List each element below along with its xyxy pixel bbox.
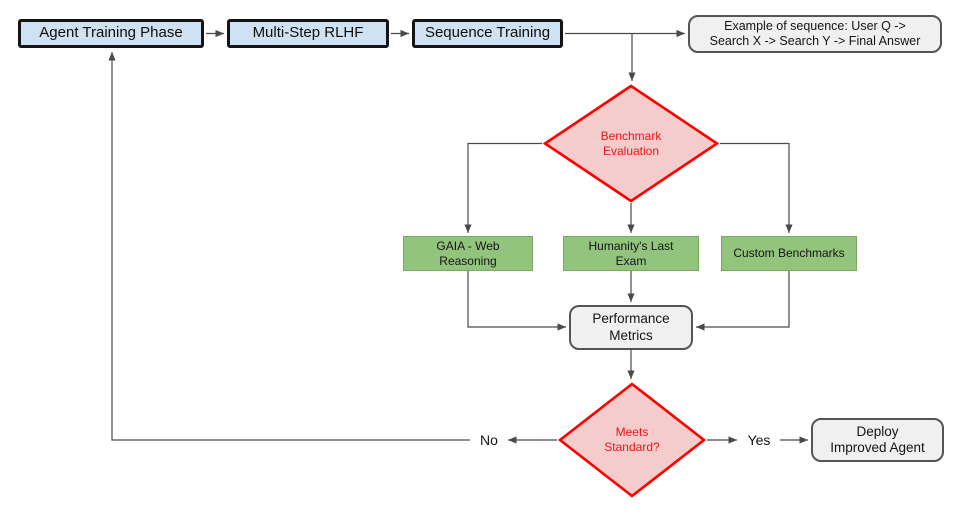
edge-eval-to-gaia (464, 142, 542, 233)
node-agent-training-phase: Agent Training Phase (18, 19, 204, 48)
node-gaia-web-reasoning-label: GAIA - Web Reasoning (436, 238, 500, 268)
node-multi-step-rlhf-label: Multi-Step RLHF (252, 24, 364, 42)
node-agent-training-phase-label: Agent Training Phase (39, 24, 183, 42)
node-humanitys-last-exam: Humanity's Last Exam (563, 236, 699, 271)
diamond-shape (557, 382, 707, 498)
node-deploy-improved-agent-label: Deploy Improved Agent (830, 423, 925, 455)
edge-eval-to-custom (720, 142, 793, 233)
node-custom-benchmarks: Custom Benchmarks (721, 236, 857, 271)
node-sequence-training-label: Sequence Training (424, 24, 551, 42)
edge-no-to-training-loop (108, 52, 470, 441)
node-deploy-improved-agent: Deploy Improved Agent (811, 418, 944, 462)
edge-label-yes: Yes (747, 432, 771, 448)
node-custom-benchmarks-label: Custom Benchmarks (733, 246, 845, 261)
edge-gaia-to-metrics (467, 271, 566, 331)
node-performance-metrics-label: Performance Metrics (592, 311, 670, 343)
node-gaia-web-reasoning: GAIA - Web Reasoning (403, 236, 533, 271)
node-example-note: Example of sequence: User Q -> Search X … (688, 15, 942, 53)
edge-label-no: No (480, 432, 498, 448)
node-sequence-training: Sequence Training (412, 19, 563, 48)
node-example-note-label: Example of sequence: User Q -> Search X … (709, 18, 921, 48)
node-performance-metrics: Performance Metrics (569, 305, 693, 350)
node-meets-standard-label: Meets Standard? (604, 425, 660, 454)
node-benchmark-evaluation-label: Benchmark Evaluation (600, 128, 662, 158)
node-humanitys-last-exam-label: Humanity's Last Exam (588, 238, 674, 268)
edge-custom-to-metrics (696, 271, 790, 331)
node-meets-standard: Meets Standard? (557, 382, 707, 498)
diamond-shape (542, 84, 720, 203)
node-benchmark-evaluation: Benchmark Evaluation (542, 84, 720, 203)
node-multi-step-rlhf: Multi-Step RLHF (227, 19, 389, 48)
